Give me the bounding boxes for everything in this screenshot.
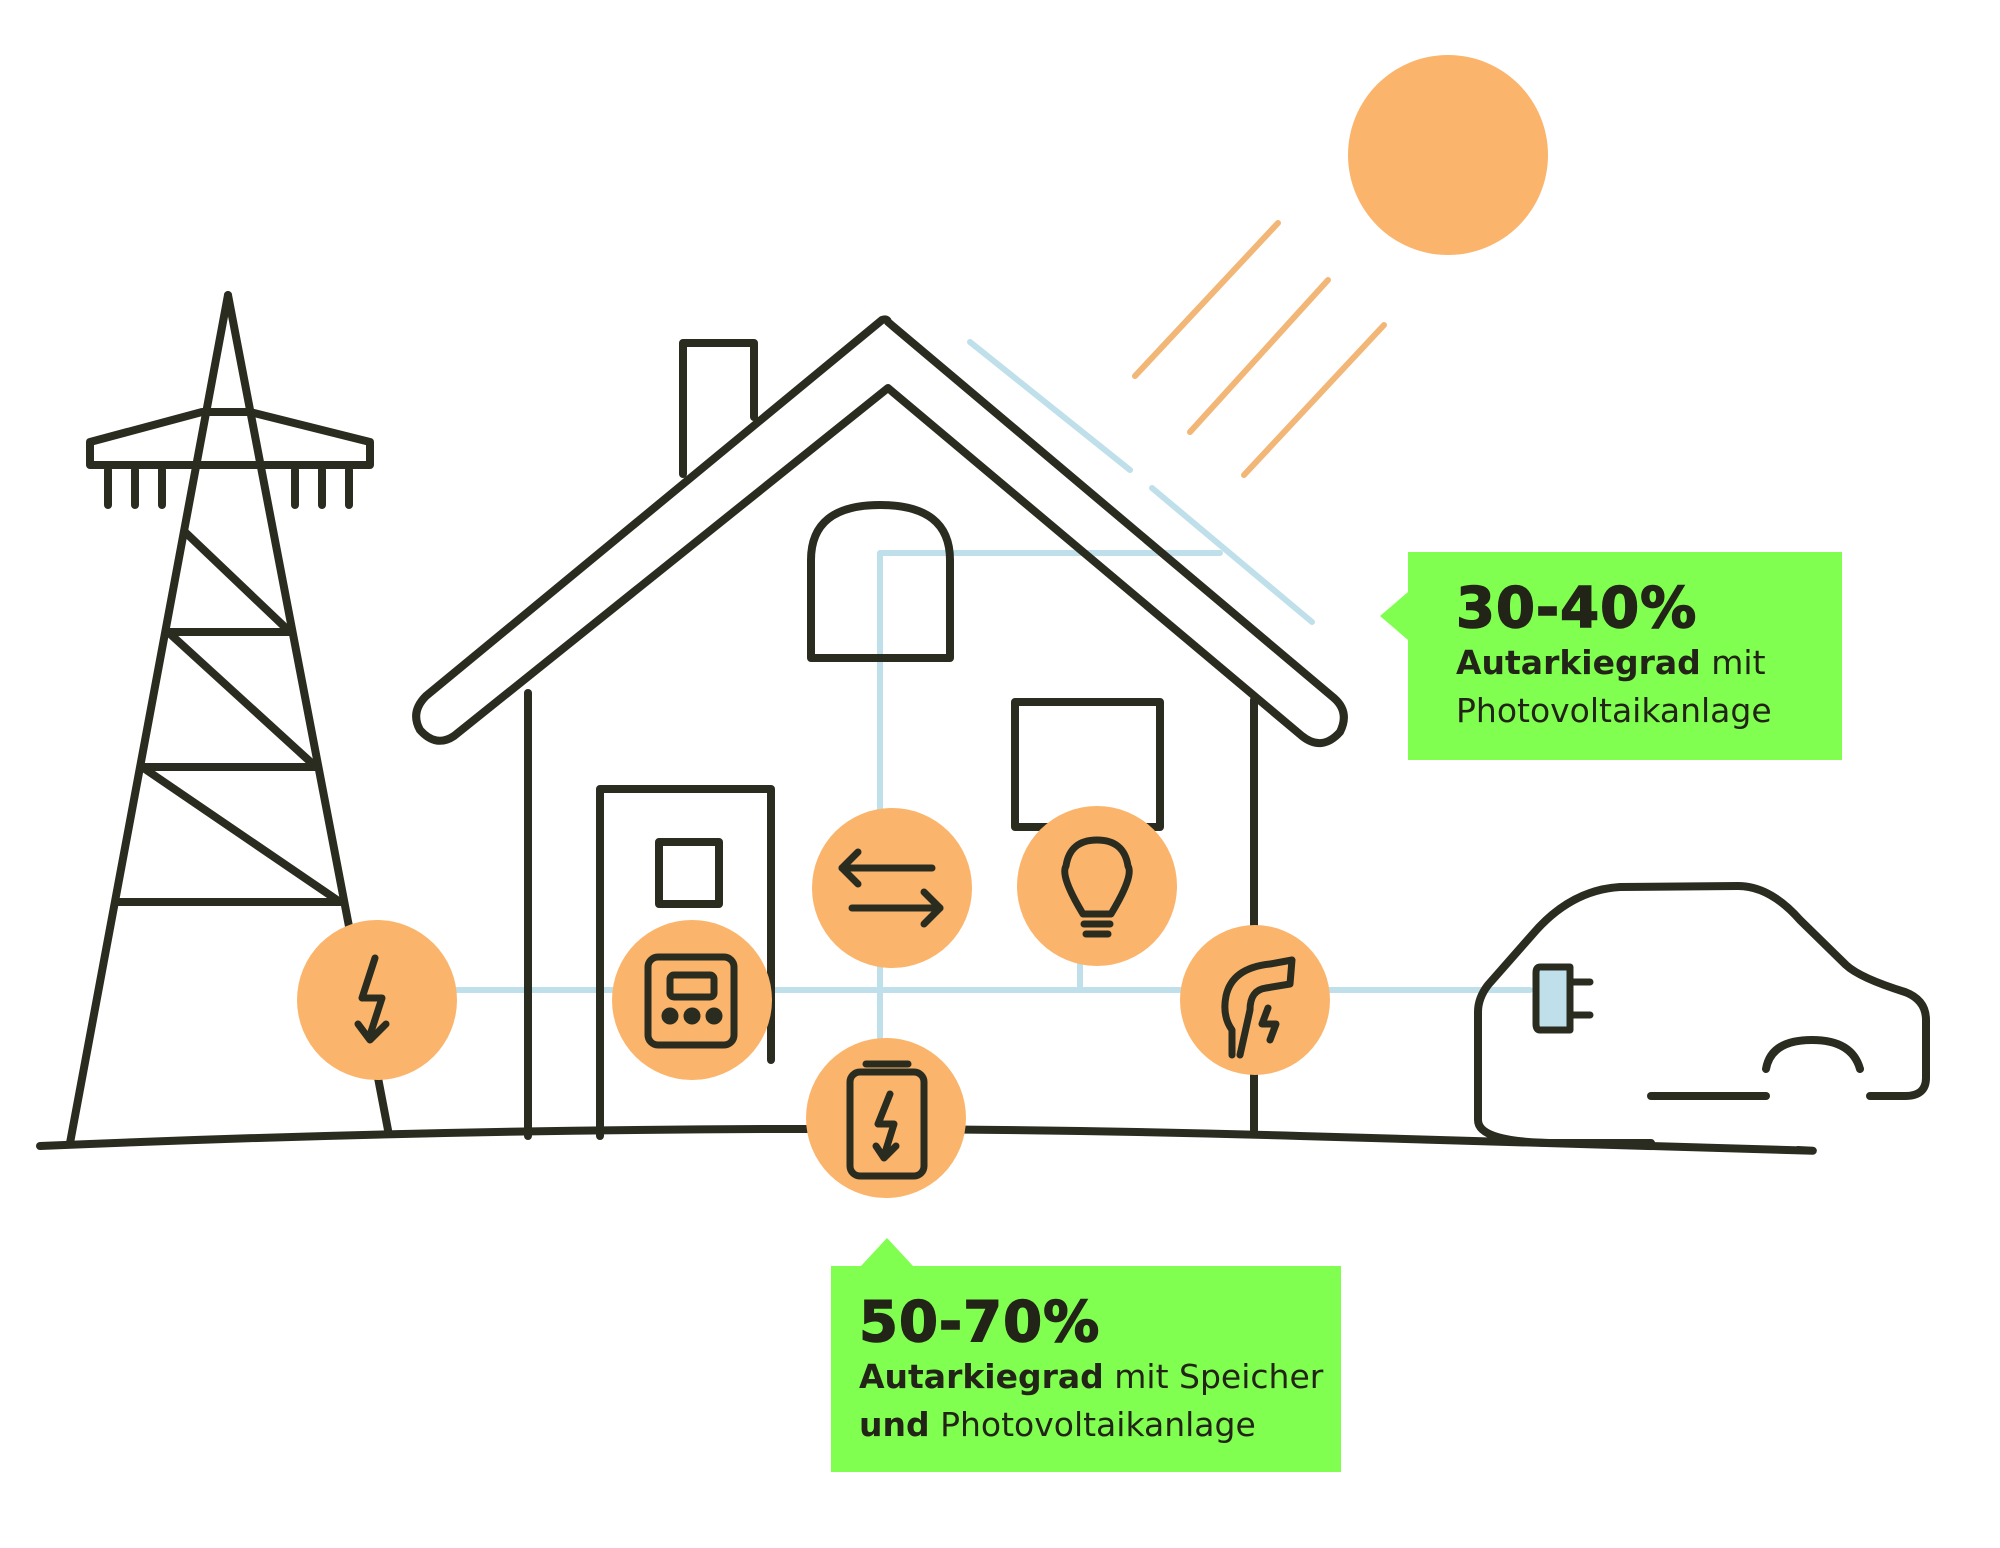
storage-percent: 50-70% xyxy=(858,1290,1101,1355)
pv-line-2: Photovoltaikanlage xyxy=(1456,690,1772,730)
pv-line-1: Autarkiegrad mit xyxy=(1456,639,1842,687)
electric-car xyxy=(1474,882,1930,1147)
wiring xyxy=(397,339,1533,1063)
pv-percent: 30-40% xyxy=(1455,576,1698,641)
light-bulb-icon xyxy=(1061,836,1133,938)
roof xyxy=(412,315,1348,747)
sun-rays xyxy=(1132,220,1387,478)
chimney xyxy=(679,339,758,478)
storage-bold-label: Autarkiegrad xyxy=(859,1356,1104,1396)
ground-line xyxy=(36,1124,1817,1155)
icon-circles xyxy=(297,806,1330,1198)
callout-pointer xyxy=(861,1238,913,1266)
door-window xyxy=(655,838,723,908)
sun xyxy=(1348,55,1548,255)
pv-text-1: mit xyxy=(1700,642,1766,682)
storage-line-1: Autarkiegrad mit Speicher xyxy=(859,1353,1341,1401)
house-door xyxy=(596,785,775,1140)
bulb-circle xyxy=(1017,806,1177,966)
storage-text-2: Photovoltaikanlage xyxy=(929,1404,1256,1444)
battery-storage-icon xyxy=(846,1060,928,1180)
storage-line-2: und Photovoltaikanlage xyxy=(859,1401,1341,1449)
storage-text-1: mit Speicher xyxy=(1103,1356,1324,1396)
ev-charger-icon xyxy=(1221,956,1296,1059)
electric-meter-icon xyxy=(644,953,738,1049)
callout-storage-self-sufficiency: 50-70% Autarkiegrad mit Speicher und Pho… xyxy=(831,1238,1341,1472)
callout-pv-self-sufficiency: 30-40% Autarkiegrad mit Photovoltaikanla… xyxy=(1380,552,1842,760)
callout-pointer xyxy=(1380,592,1408,640)
inverter-circle xyxy=(812,808,972,968)
car-plug-icon xyxy=(1532,963,1594,1034)
attic-window xyxy=(807,501,954,662)
pv-bold-label: Autarkiegrad xyxy=(1456,642,1701,682)
grid-power-icon xyxy=(354,954,390,1044)
inverter-arrows-icon xyxy=(838,848,944,928)
storage-bold-2: und xyxy=(859,1404,930,1444)
